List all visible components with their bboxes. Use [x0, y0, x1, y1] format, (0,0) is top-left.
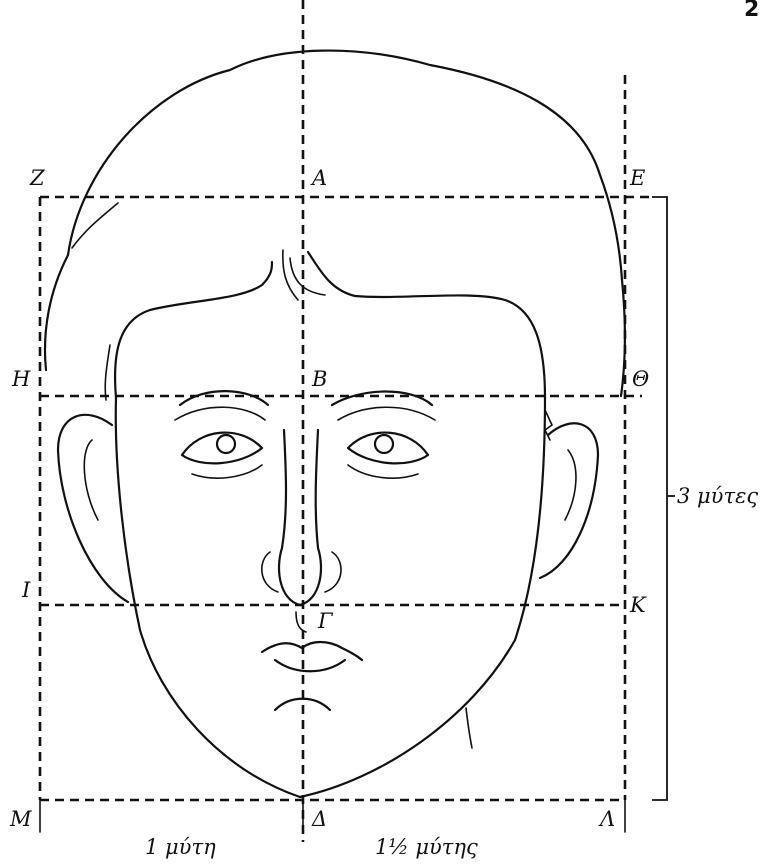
label-m: M	[9, 807, 32, 831]
face-drawing	[45, 51, 625, 797]
label-z: Z	[29, 166, 45, 190]
label-b: B	[311, 367, 327, 391]
nostril-right	[325, 552, 341, 592]
label-delta: Δ	[311, 807, 327, 831]
label-e: E	[629, 166, 645, 190]
right-width-label: 1½ μύτης	[375, 835, 478, 859]
end-ticks	[40, 800, 625, 832]
label-lambda: Λ	[598, 807, 615, 831]
label-theta: Θ	[632, 367, 649, 391]
hair-left-edge	[45, 255, 68, 370]
nostril-left	[262, 552, 278, 592]
brow-left	[180, 391, 268, 405]
head-outline	[68, 51, 622, 280]
jaw-shadow	[466, 708, 472, 748]
label-h: H	[11, 367, 31, 391]
label-k: K	[629, 593, 647, 617]
height-measure-label: 3 μύτες	[677, 484, 758, 508]
hairline-left	[115, 262, 272, 398]
pupil-right	[375, 435, 393, 453]
nose-bridge	[279, 430, 321, 605]
eye-left-lid	[192, 465, 262, 478]
brow-left-lower	[175, 407, 265, 420]
label-i: I	[21, 578, 31, 602]
philtrum	[296, 612, 306, 632]
mouth-upper-lip	[262, 642, 362, 660]
height-bracket	[652, 197, 667, 800]
ear-right	[540, 423, 598, 578]
label-a: A	[310, 166, 327, 190]
guide-lines	[40, 0, 652, 842]
page-number: 2	[744, 0, 759, 22]
brow-right-lower	[338, 407, 435, 420]
pupil-left	[217, 435, 235, 453]
eye-right-lid	[348, 465, 418, 478]
left-width-label: 1 μύτη	[145, 835, 216, 859]
brow-right	[332, 391, 432, 405]
ear-right-notch	[545, 410, 552, 440]
face-outline	[116, 398, 545, 797]
mouth-lower-lip	[275, 660, 345, 671]
label-gamma: Γ	[317, 609, 334, 633]
ear-right-inner	[565, 450, 576, 520]
temple-left	[105, 345, 110, 400]
ear-left-inner	[84, 440, 98, 520]
point-labels: A B Γ Δ E Z H Θ I K Λ M	[9, 166, 649, 831]
hairline-right	[308, 252, 545, 398]
